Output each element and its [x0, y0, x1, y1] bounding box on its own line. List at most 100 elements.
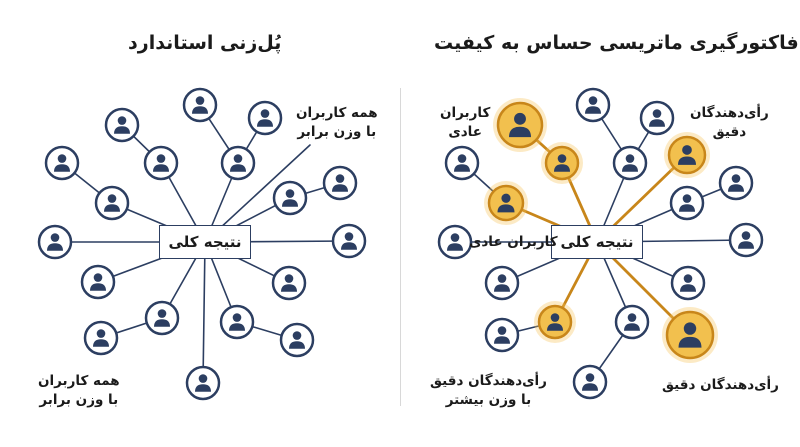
- user-icon-body: [680, 284, 696, 292]
- node-disc: [484, 317, 520, 353]
- user-icon-body: [54, 164, 70, 172]
- node-disc: [104, 107, 140, 143]
- right-user-node: [718, 165, 754, 201]
- left-user-node: [83, 320, 119, 356]
- node-disc: [572, 364, 608, 400]
- panel-divider: [400, 88, 401, 406]
- user-icon-head: [260, 109, 270, 118]
- user-icon-body: [114, 126, 130, 134]
- left-user-node: [331, 223, 367, 259]
- node-disc: [94, 185, 130, 221]
- user-icon-head: [682, 194, 692, 203]
- left-user-node: [144, 300, 180, 336]
- user-icon-body: [90, 283, 106, 291]
- user-icon-body: [104, 204, 120, 212]
- node-disc: [496, 101, 544, 149]
- node-disc: [272, 180, 308, 216]
- right-label-accurate-bl-line2: با وزن بیشتر: [445, 392, 532, 408]
- right-label-regular-top-line1: کاربران: [440, 105, 491, 121]
- right-accurate-user-node: [493, 98, 547, 152]
- user-icon-head: [335, 174, 345, 183]
- left-user-node: [104, 107, 140, 143]
- user-icon-head: [93, 273, 103, 282]
- node-disc: [247, 100, 283, 136]
- left-user-node: [247, 100, 283, 136]
- user-icon-body: [282, 199, 298, 207]
- node-disc: [639, 100, 675, 136]
- left-user-node: [44, 145, 80, 181]
- node-disc: [37, 224, 73, 260]
- user-icon-head: [450, 233, 460, 242]
- node-disc: [271, 265, 307, 301]
- user-icon-body: [332, 184, 348, 192]
- node-disc: [728, 222, 764, 258]
- left-user-node: [80, 264, 116, 300]
- node-disc: [182, 87, 218, 123]
- right-user-node: [669, 185, 705, 221]
- user-icon-body: [289, 341, 305, 349]
- user-icon-head: [497, 326, 507, 335]
- user-icon-head: [107, 194, 117, 203]
- user-icon-head: [344, 232, 354, 241]
- left-label-bottom-line1: همه کاربران: [38, 373, 120, 389]
- user-icon-body: [547, 323, 563, 331]
- right-user-node: [612, 145, 648, 181]
- user-icon-head: [157, 309, 167, 318]
- right-user-node: [575, 87, 611, 123]
- node-disc: [544, 145, 580, 181]
- user-icon-body: [192, 106, 208, 114]
- right-user-node: [639, 100, 675, 136]
- left-user-node: [322, 165, 358, 201]
- right-user-node: [670, 265, 706, 301]
- user-icon-head: [652, 109, 662, 118]
- node-disc: [331, 223, 367, 259]
- user-icon-body: [554, 164, 570, 172]
- right-user-node: [728, 222, 764, 258]
- user-icon-body: [257, 119, 273, 127]
- user-icon-body: [624, 323, 640, 331]
- user-icon-head: [117, 116, 127, 125]
- node-disc: [487, 184, 525, 222]
- node-disc: [185, 365, 221, 401]
- node-disc: [669, 185, 705, 221]
- node-disc: [444, 145, 480, 181]
- right-accurate-user-node: [484, 181, 528, 225]
- user-icon-head: [588, 96, 598, 105]
- right-user-node: [437, 224, 473, 260]
- user-icon-head: [501, 193, 511, 203]
- left-user-node: [220, 145, 256, 181]
- user-icon-body: [494, 336, 510, 344]
- left-center-result: نتیجه کلی: [159, 225, 251, 259]
- right-accurate-user-node: [541, 142, 583, 184]
- user-icon-head: [627, 313, 637, 322]
- node-disc: [219, 304, 255, 340]
- node-disc: [83, 320, 119, 356]
- right-user-node: [614, 304, 650, 340]
- user-icon-head: [285, 189, 295, 198]
- node-disc: [279, 322, 315, 358]
- user-icon-head: [232, 313, 242, 322]
- user-icon-body: [93, 339, 109, 347]
- user-nodes: [37, 87, 764, 401]
- user-icon-head: [198, 374, 208, 383]
- user-icon-head: [514, 112, 526, 125]
- user-icon-head: [57, 154, 67, 163]
- user-icon-head: [741, 231, 751, 240]
- right-accurate-user-node: [664, 132, 710, 178]
- right-label-regular-mid: کاربران عادی: [469, 234, 558, 250]
- left-user-node: [182, 87, 218, 123]
- left-label-bottom: همه کاربران با وزن برابر: [38, 372, 120, 410]
- user-icon-body: [738, 241, 754, 249]
- user-icon-body: [341, 242, 357, 250]
- user-icon-body: [649, 119, 665, 127]
- right-label-accurate-bottom-right: رأی‌دهندگان دقیق: [662, 377, 779, 393]
- node-disc: [718, 165, 754, 201]
- user-icon-head: [96, 329, 106, 338]
- user-icon-body: [447, 243, 463, 251]
- node-disc: [612, 145, 648, 181]
- left-title: پُل‌زنی استاندارد: [128, 32, 282, 54]
- user-icon-head: [284, 274, 294, 283]
- node-disc: [143, 145, 179, 181]
